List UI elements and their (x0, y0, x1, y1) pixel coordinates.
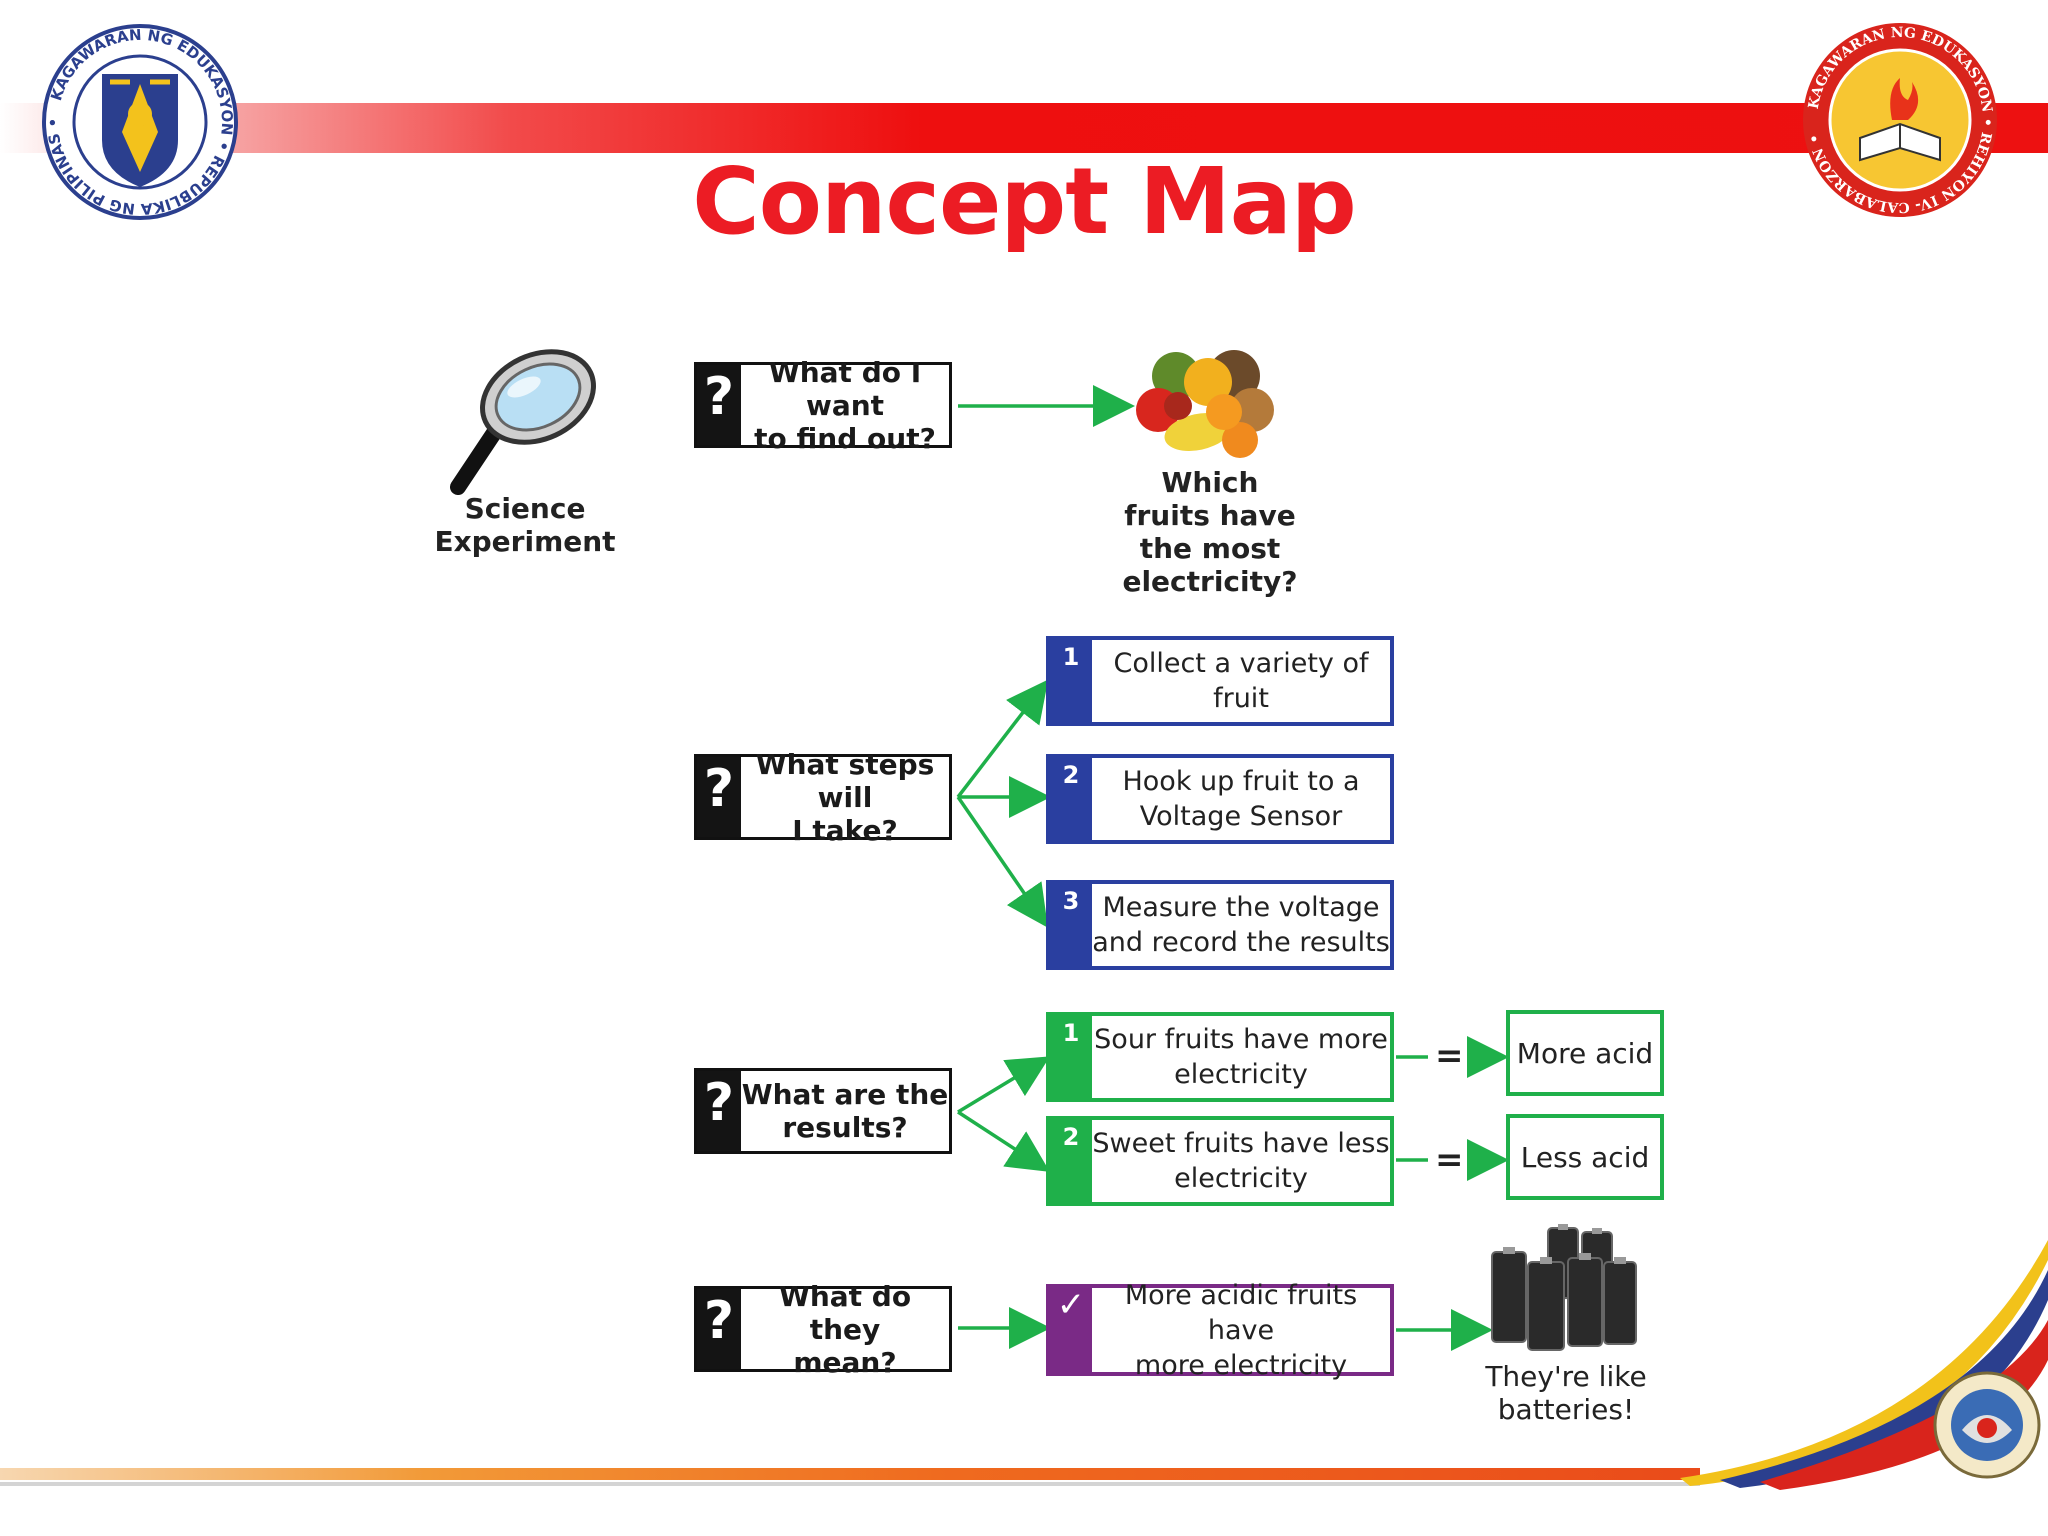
question-box-meaning: ? What do they mean? (694, 1279, 952, 1379)
step-box-1: 1 Collect a variety of fruit (1046, 636, 1394, 726)
result-text: Sour fruits have more electricity (1094, 1024, 1388, 1090)
science-experiment-label: Science Experiment (434, 492, 616, 558)
step-box-2: 2 Hook up fruit to a Voltage Sensor (1046, 754, 1394, 844)
question-mark-icon: ? (697, 1289, 741, 1369)
result-box-2: 2 Sweet fruits have less electricity (1046, 1116, 1394, 1206)
step-number: 1 (1050, 640, 1092, 722)
footer-seal-logo (1933, 1371, 2041, 1479)
step-box-3: 3 Measure the voltage and record the res… (1046, 880, 1394, 970)
step-text: Collect a variety of fruit (1113, 648, 1369, 714)
region-seal-logo: KAGAWARAN NG EDUKASYON • REHIYON IV- CAL… (1803, 23, 1997, 217)
step-number: 2 (1050, 758, 1092, 840)
step-number: 3 (1050, 884, 1092, 966)
deped-seal-logo: KAGAWARAN NG EDUKASYON • REPUBLIKA NG PI… (42, 24, 238, 220)
result-text: Sweet fruits have less electricity (1092, 1128, 1390, 1194)
question-box-results: ? What are the results? (694, 1068, 952, 1154)
meaning-box: ✓ More acidic fruits have more electrici… (1046, 1279, 1394, 1381)
result-number: 1 (1050, 1016, 1092, 1098)
question-box-steps: ? What steps will I take? (694, 747, 952, 847)
page-title: Concept Map (692, 148, 1357, 255)
result-number: 2 (1050, 1120, 1092, 1202)
footer-gray-line (0, 1482, 1700, 1486)
batteries-label: They're like batteries! (1485, 1360, 1647, 1426)
question-mark-icon: ? (697, 365, 741, 445)
fruit-question-label: Which fruits have the most electricity? (1122, 466, 1298, 598)
question-text: What steps will I take? (755, 747, 935, 847)
footer-orange-line (0, 1468, 1700, 1480)
meaning-text: More acidic fruits have more electricity (1124, 1279, 1358, 1381)
question-text: What do they mean? (778, 1279, 912, 1379)
result-box-1: 1 Sour fruits have more electricity (1046, 1012, 1394, 1102)
answer-box-more-acid: More acid (1506, 1010, 1664, 1096)
question-mark-icon: ? (697, 1071, 741, 1151)
question-box-find-out: ? What do I want to find out? (694, 355, 952, 455)
equals-sign: = (1435, 1036, 1464, 1076)
step-text: Hook up fruit to a Voltage Sensor (1122, 766, 1360, 832)
question-mark-icon: ? (697, 757, 741, 837)
header-red-band (0, 103, 2048, 153)
question-text: What are the results? (741, 1078, 949, 1144)
answer-box-less-acid: Less acid (1506, 1114, 1664, 1200)
magnifying-glass-icon (450, 349, 596, 495)
step-text: Measure the voltage and record the resul… (1092, 892, 1390, 958)
check-icon: ✓ (1050, 1288, 1092, 1372)
equals-sign: = (1435, 1140, 1464, 1180)
question-text: What do I want to find out? (754, 355, 936, 455)
fruit-pile-image (1136, 350, 1274, 458)
batteries-image (1491, 1224, 1637, 1351)
